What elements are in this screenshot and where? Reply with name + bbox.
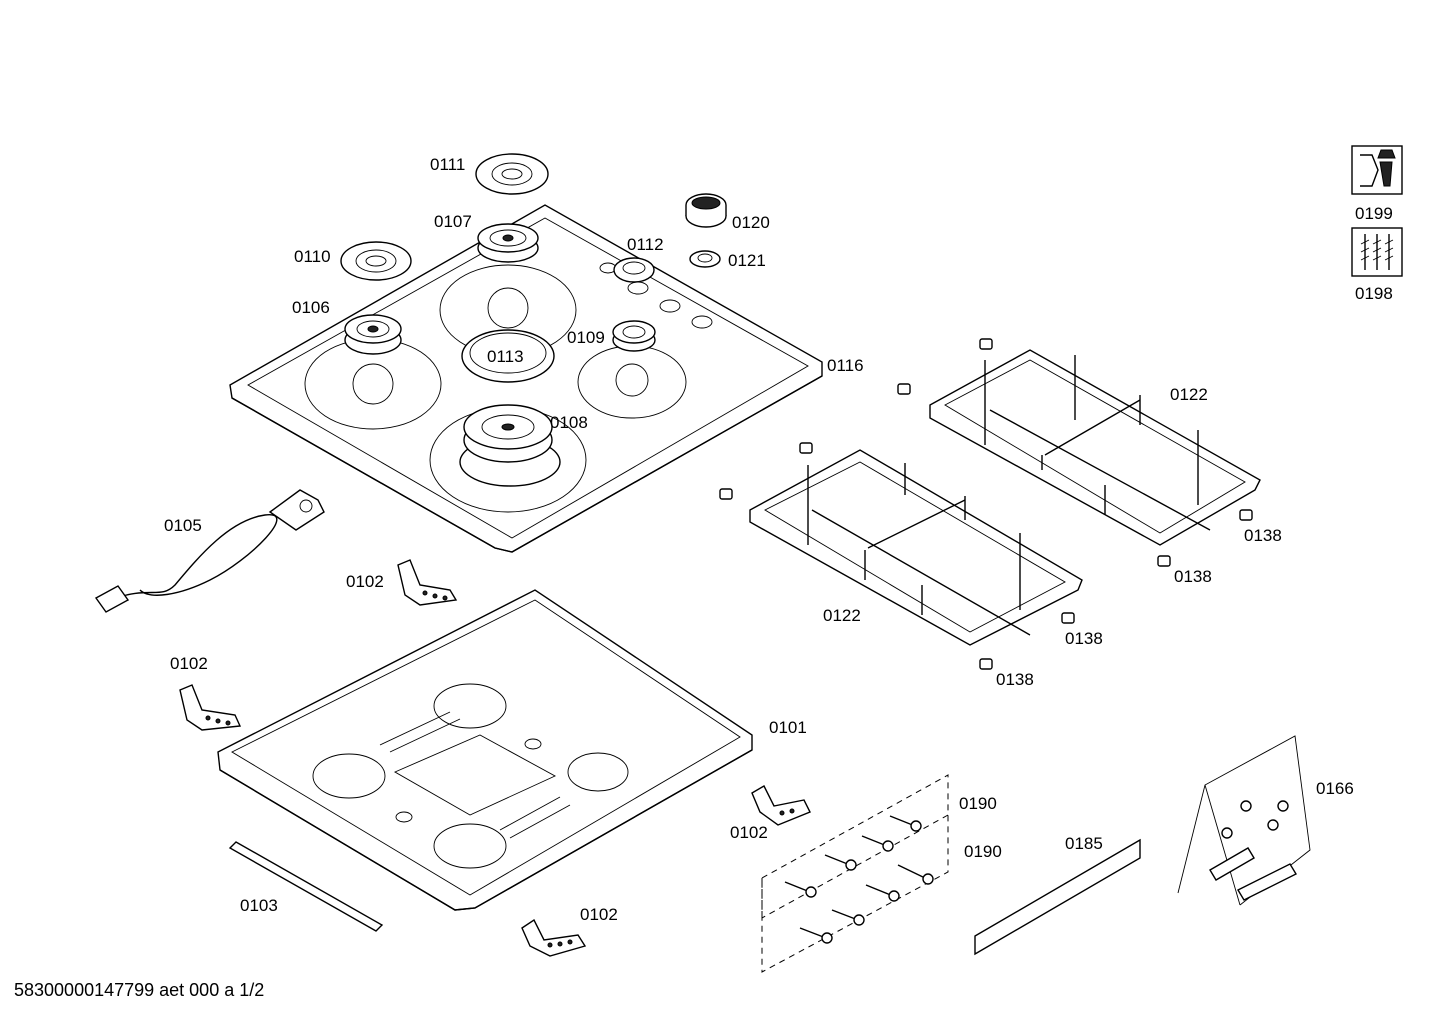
label-0102-a: 0102 [346,572,384,591]
label-0190-a: 0190 [959,794,997,813]
burner-cap-0113 [461,329,555,383]
label-0108: 0108 [550,413,588,432]
label-0113: 0113 [487,347,524,366]
label-0102-d: 0102 [580,905,618,924]
accessory-pack-0166 [1177,735,1311,906]
bracket-0102-d [521,918,587,957]
label-0190-b: 0190 [964,842,1002,861]
bracket-0102-b [179,684,242,731]
base-tray-0101 [217,589,753,911]
label-0166: 0166 [1316,779,1354,798]
label-0105: 0105 [164,516,202,535]
bracket-0102-a [397,559,458,606]
knob-ring-0121 [689,250,721,268]
screw-set-icon [1351,227,1403,277]
label-0121: 0121 [728,251,766,270]
label-0109: 0109 [567,328,605,347]
document-footer-id: 58300000147799 aet 000 a 1/2 [14,980,265,1000]
label-0112: 0112 [627,235,664,254]
label-strip-0185 [974,838,1141,956]
burner-cap-0110 [340,241,412,281]
pan-support-0122-left [749,449,1083,646]
label-0101: 0101 [769,718,807,737]
power-cable-0105 [94,489,325,613]
pan-support-0122-right [929,349,1261,546]
burner-head-0109 [612,320,656,352]
label-0138-a: 0138 [1244,526,1282,545]
seal-strip-0103 [228,841,384,932]
label-0102-b: 0102 [170,654,208,673]
label-0120: 0120 [732,213,770,232]
burner-head-0108 [459,404,561,487]
label-0106: 0106 [292,298,330,317]
label-0111: 0111 [430,155,465,174]
label-0198: 0198 [1355,284,1393,303]
label-0138-c: 0138 [1065,629,1103,648]
label-0110: 0110 [294,247,331,266]
label-0185: 0185 [1065,834,1103,853]
burner-cap-0111 [475,153,549,195]
label-0138-d: 0138 [996,670,1034,689]
label-0103: 0103 [240,896,278,915]
label-0107: 0107 [434,212,472,231]
label-0138-b: 0138 [1174,567,1212,586]
bracket-0102-c [751,785,811,826]
label-0122-a: 0122 [1170,385,1208,404]
control-knob-0120 [685,193,727,228]
burner-head-0107 [477,223,539,263]
burner-head-0106 [344,314,402,355]
label-0122-b: 0122 [823,606,861,625]
rubber-foot-0138-set [719,338,1253,670]
screw-set-0190 [761,774,949,973]
label-0102-c: 0102 [730,823,768,842]
label-0199: 0199 [1355,204,1393,223]
igniter-0112 [613,257,655,283]
service-wrench-icon [1351,145,1403,195]
label-0116: 0116 [827,356,864,375]
